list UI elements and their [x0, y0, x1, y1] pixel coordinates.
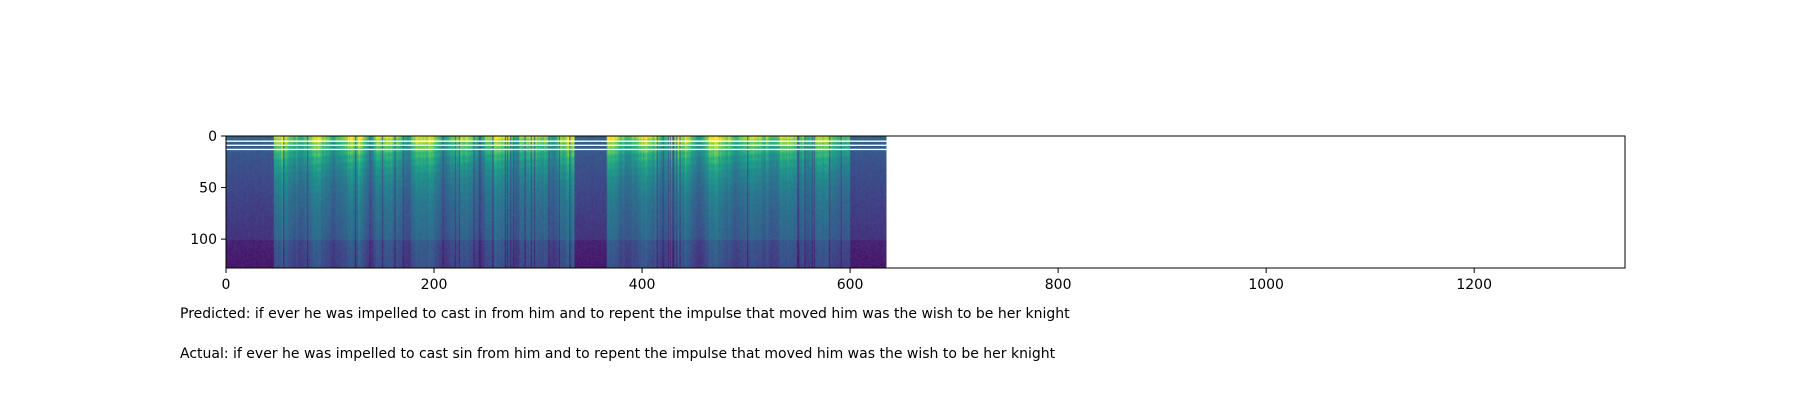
x-tick-label: 1200 [1456, 277, 1492, 293]
x-tick-label: 800 [1045, 277, 1072, 293]
x-tick-label: 1000 [1248, 277, 1284, 293]
y-tick-label: 0 [208, 129, 217, 145]
x-tick-label: 400 [629, 277, 656, 293]
x-tick-label: 0 [222, 277, 231, 293]
x-tick-label: 200 [421, 277, 448, 293]
predicted-caption: Predicted: if ever he was impelled to ca… [180, 306, 1070, 322]
axis-ticks: 0 200 400 600 800 1000 1200 0 50 100 [190, 129, 1492, 293]
plot-area [225, 135, 1626, 269]
actual-caption: Actual: if ever he was impelled to cast … [180, 346, 1056, 362]
x-tick-label: 600 [837, 277, 864, 293]
spectrogram-image [226, 136, 887, 268]
y-tick-label: 100 [190, 232, 217, 248]
y-tick-label: 50 [199, 181, 217, 197]
axes-frame [225, 135, 1626, 269]
